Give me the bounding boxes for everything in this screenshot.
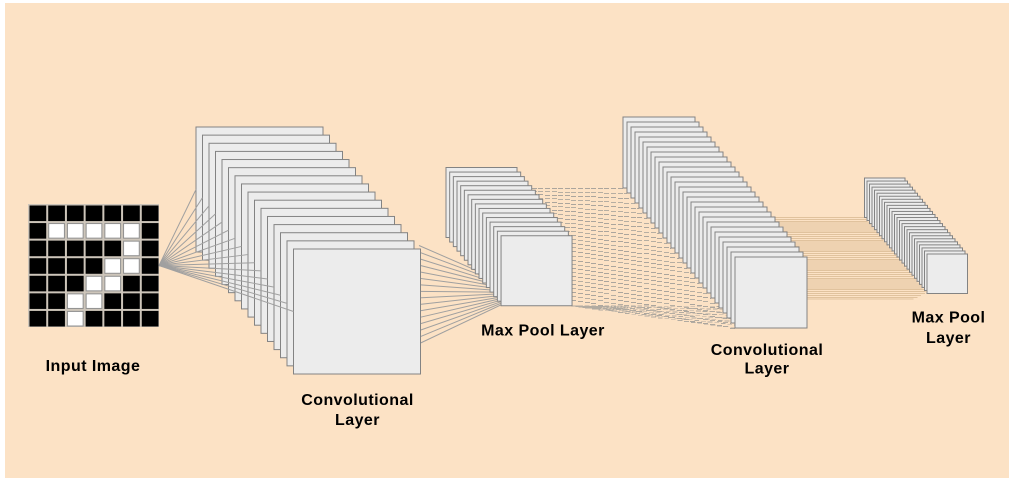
- svg-text:Layer: Layer: [745, 360, 790, 377]
- svg-text:Max Pool Layer: Max Pool Layer: [481, 322, 605, 339]
- svg-text:Layer: Layer: [926, 330, 971, 347]
- svg-text:Convolutional: Convolutional: [301, 392, 414, 409]
- svg-text:Convolutional: Convolutional: [711, 342, 824, 359]
- svg-text:Input Image: Input Image: [46, 358, 141, 375]
- svg-text:Max Pool: Max Pool: [912, 310, 986, 327]
- svg-text:Layer: Layer: [335, 412, 380, 429]
